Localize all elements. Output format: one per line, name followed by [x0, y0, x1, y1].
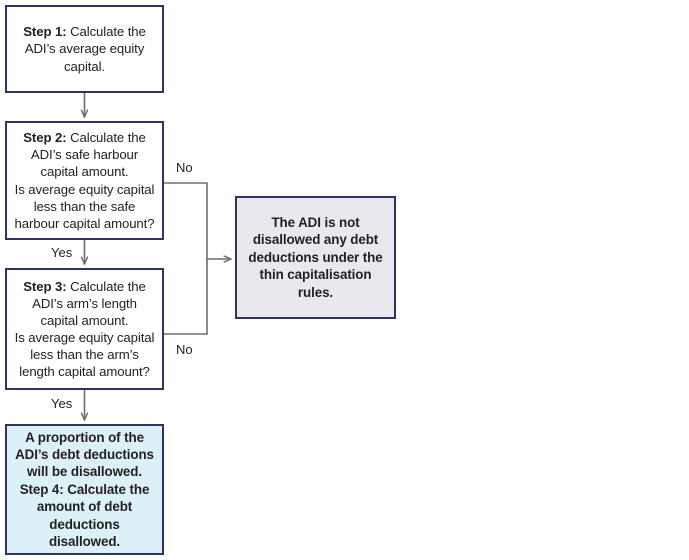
- edge-step3-no-to-not-disallowed: [164, 259, 208, 335]
- node-step2-text: Step 2: Calculate the ADI’s safe harbour…: [14, 130, 155, 231]
- node-step1[interactable]: Step 1: Calculate the ADI’s average equi…: [5, 5, 164, 93]
- node-step3-text: Step 3: Calculate the ADI’s arm’s length…: [14, 278, 155, 380]
- node-not-disallowed[interactable]: The ADI is not disallowed any debt deduc…: [235, 196, 396, 319]
- node-step1-text: Step 1: Calculate the ADI’s average equi…: [23, 24, 146, 74]
- edge-label-step3-no: No: [176, 342, 193, 357]
- node-step3[interactable]: Step 3: Calculate the ADI’s arm’s length…: [5, 268, 164, 390]
- node-step2[interactable]: Step 2: Calculate the ADI’s safe harbour…: [5, 121, 164, 240]
- node-disallowed[interactable]: A proportion of the ADI’s debt deduction…: [5, 424, 164, 555]
- edge-step2-no-to-not-disallowed: [164, 182, 208, 259]
- node-not-disallowed-text: The ADI is not disallowed any debt deduc…: [248, 214, 383, 300]
- node-disallowed-text: A proportion of the ADI’s debt deduction…: [15, 429, 154, 550]
- edge-label-step2-no: No: [176, 160, 193, 175]
- edge-label-step3-yes: Yes: [51, 396, 73, 411]
- edge-label-step2-yes: Yes: [51, 245, 73, 260]
